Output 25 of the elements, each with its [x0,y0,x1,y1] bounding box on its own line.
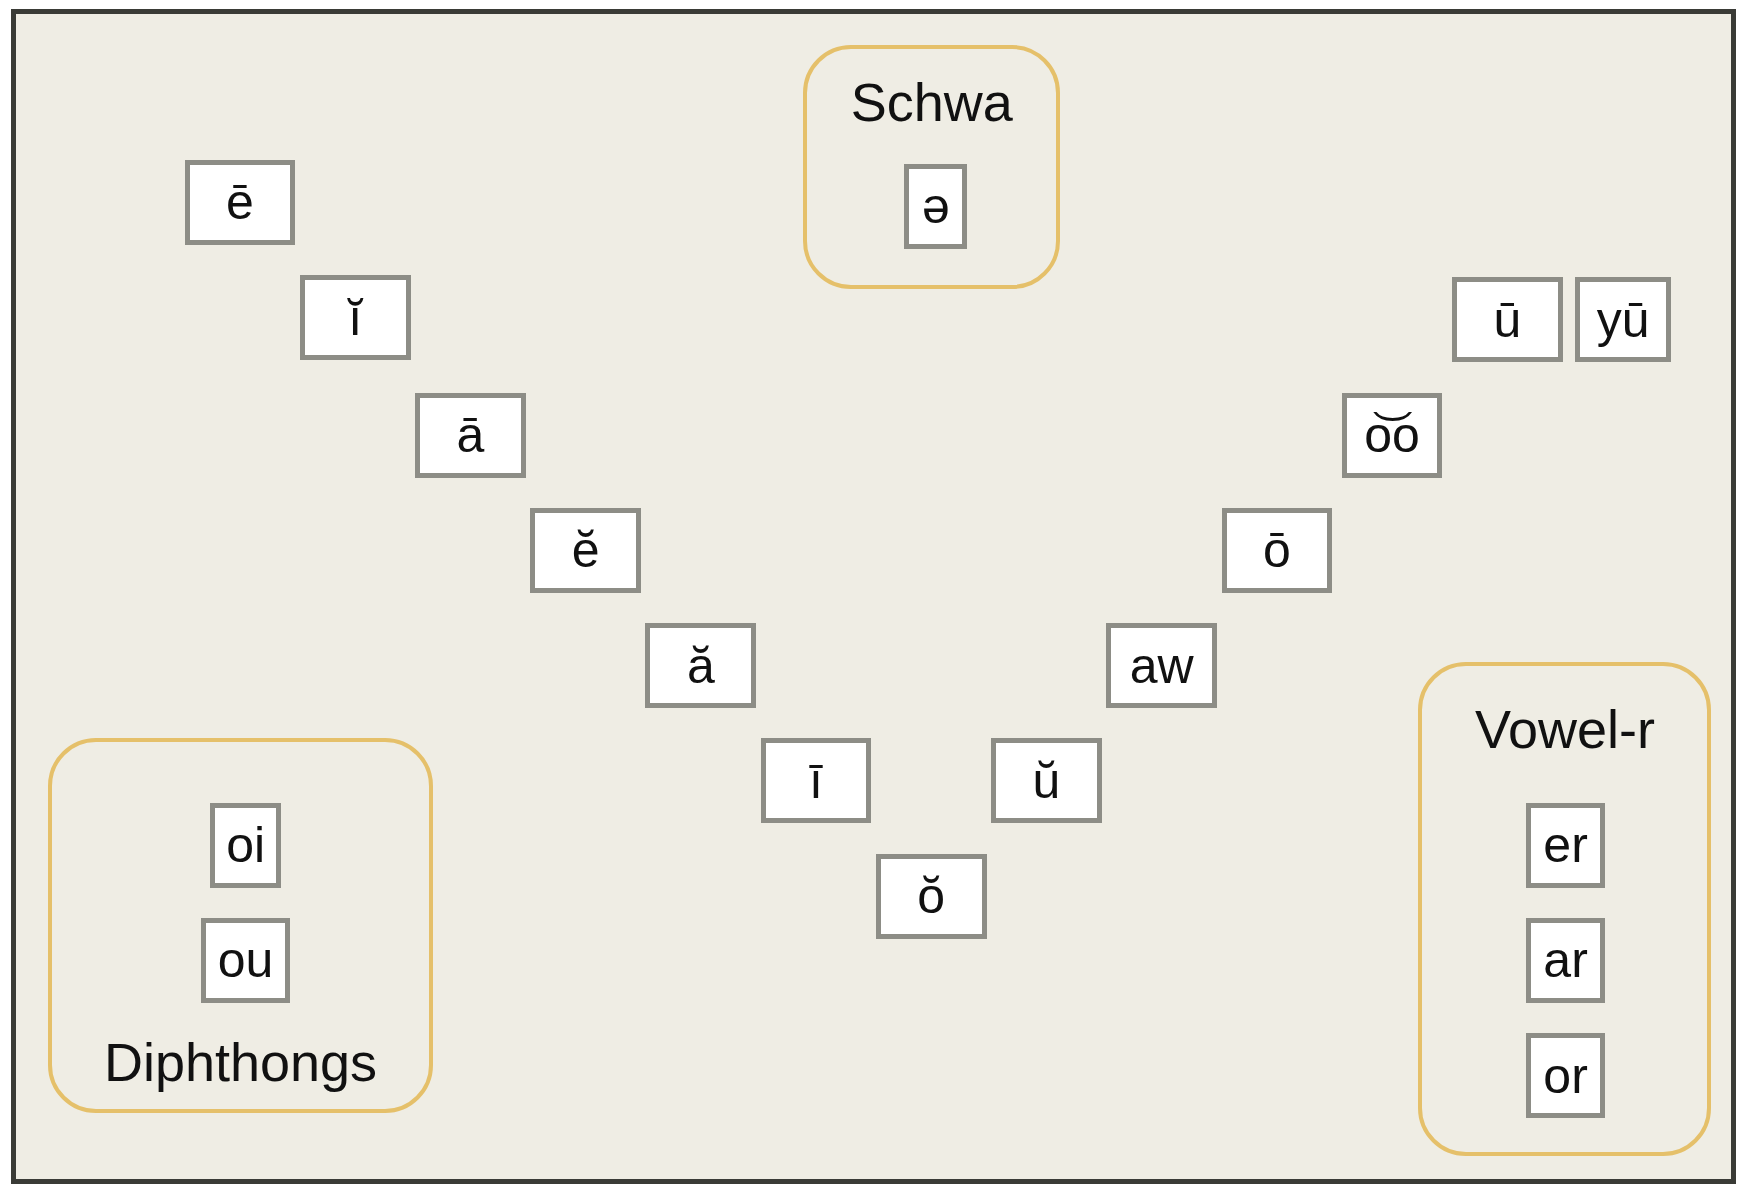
sound-card: ŭ [991,738,1102,824]
sound-card: ĭ [299,275,411,361]
sound-card: ē [184,159,296,245]
sound-card: ă [645,623,757,709]
sound-card: ə [904,163,968,249]
group-heading: Vowel-r [1473,697,1656,760]
group-heading: Schwa [849,71,1014,134]
sound-card: ā [415,392,526,478]
sound-card: o͝o [1342,392,1442,478]
sound-card: ī [760,738,872,824]
sound-card: ū [1451,277,1563,363]
group-heading: Diphthongs [102,1030,379,1093]
sound-card: ou [200,917,291,1003]
sound-card: or [1526,1033,1605,1119]
sound-card: aw [1106,623,1218,709]
group-panel [803,44,1061,289]
sound-card: ō [1221,507,1333,593]
sound-card: ar [1526,917,1605,1003]
group-panel [1418,662,1712,1156]
sound-card: er [1526,802,1605,888]
group-panel [48,738,433,1113]
sound-card: ŏ [875,853,987,939]
sound-card: yū [1575,277,1672,363]
sound-card: ĕ [530,507,641,593]
sound-card: oi [209,802,282,888]
